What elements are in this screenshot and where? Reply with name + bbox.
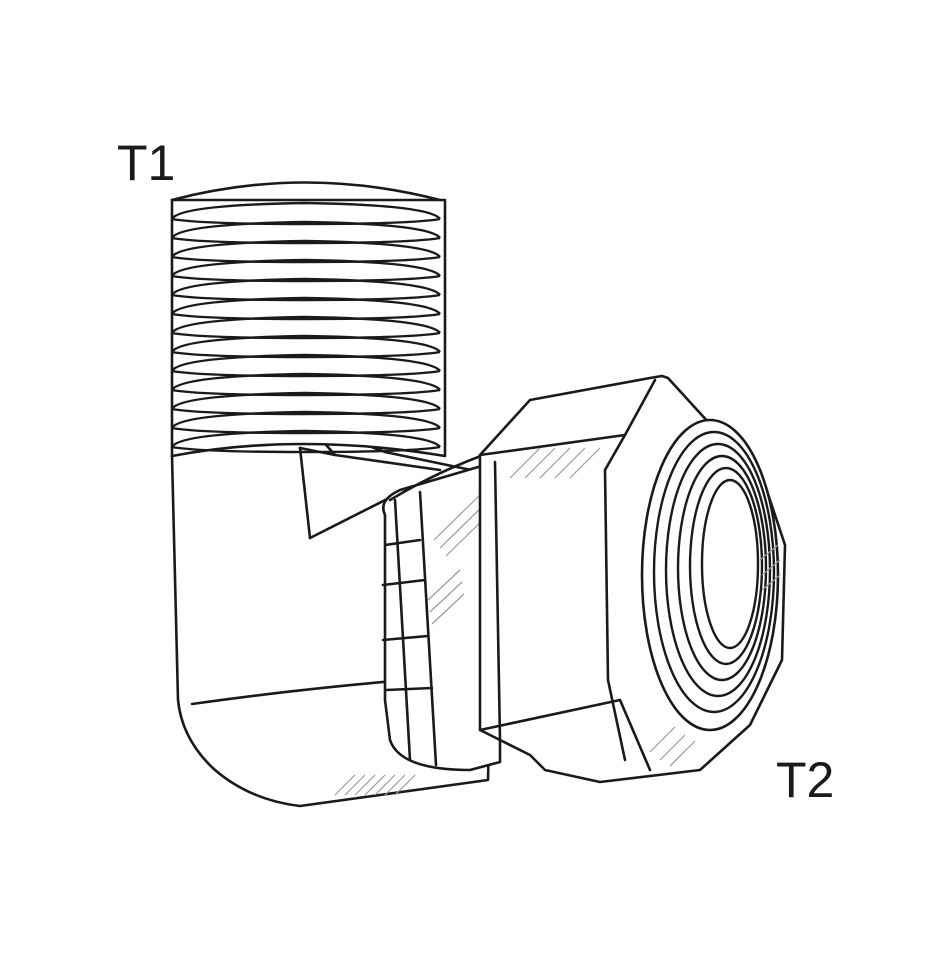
thread-ring: [170, 239, 441, 258]
thread-ring-edge: [171, 255, 441, 264]
thread-ring-edge: [171, 388, 441, 397]
thread-ring-edge: [171, 312, 441, 321]
thread-ring-edge: [171, 293, 441, 302]
thread-rings: [170, 201, 441, 454]
thread-ring: [170, 296, 441, 315]
thread-ring: [170, 220, 441, 239]
thread-ring: [170, 201, 441, 220]
thread-ring: [170, 353, 441, 372]
thread-ring: [170, 258, 441, 277]
thread-ring-edge: [171, 274, 441, 283]
thread-ring-edge: [171, 407, 441, 416]
thread-ring: [170, 334, 441, 353]
label-t1: T1: [117, 135, 176, 191]
female-bore-t2: [640, 418, 781, 732]
thread-ring-edge: [171, 445, 441, 454]
thread-ring-edge: [171, 236, 441, 245]
thread-ring-edge: [171, 369, 441, 378]
thread-ring-edge: [171, 350, 441, 359]
thread-ring-edge: [171, 331, 441, 340]
thread-ring: [170, 410, 441, 429]
elbow-hatching: [334, 774, 416, 796]
thread-ring: [170, 372, 441, 391]
thread-ring: [170, 429, 441, 448]
thread-ring: [170, 277, 441, 296]
nut-hatching: [509, 447, 696, 767]
thread-ring-edge: [171, 426, 441, 435]
label-t2: T2: [776, 752, 835, 808]
thread-ring: [170, 315, 441, 334]
thread-ring: [170, 391, 441, 410]
thread-ring-edge: [171, 217, 441, 226]
male-thread-t1: [170, 181, 447, 458]
swivel-collar: [381, 450, 502, 772]
